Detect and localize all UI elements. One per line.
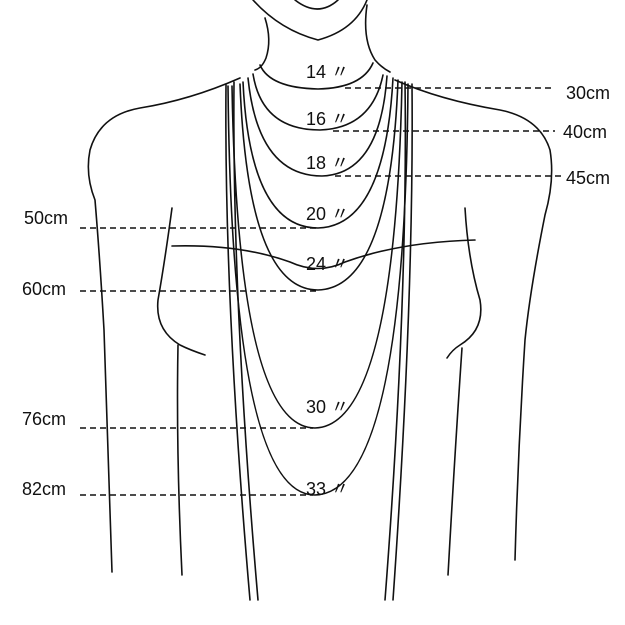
label-33in: 33 〃 (306, 479, 350, 499)
left-shoulder (87, 77, 241, 573)
chin-outline (252, 0, 368, 41)
label-60cm: 60cm (22, 279, 67, 299)
necklace-33in (227, 83, 409, 496)
necklace-30in (231, 81, 403, 429)
strap-right-2 (392, 83, 413, 601)
necklace-24in (239, 79, 399, 291)
necklace-16in (252, 73, 384, 131)
label-30cm: 30cm (566, 83, 611, 103)
label-82cm: 82cm (22, 479, 67, 499)
mouth-outline (294, 0, 339, 10)
strap-right-1 (384, 81, 407, 601)
right-torso-lower (447, 347, 463, 576)
label-16in: 16 〃 (306, 109, 350, 129)
neck-left (254, 17, 270, 71)
label-30in: 30 〃 (306, 397, 350, 417)
strap-left-1 (225, 84, 251, 601)
label-24in: 24 〃 (306, 254, 350, 274)
chest-line (171, 239, 476, 270)
label-20in: 20 〃 (306, 204, 350, 224)
label-50cm: 50cm (24, 208, 69, 228)
necklace-20in (242, 77, 394, 229)
label-14in: 14 〃 (306, 62, 350, 82)
label-18in: 18 〃 (306, 153, 350, 173)
label-76cm: 76cm (22, 409, 67, 429)
neck-right (364, 4, 391, 73)
label-40cm: 40cm (563, 122, 608, 142)
label-45cm: 45cm (566, 168, 611, 188)
necklace-18in (247, 75, 388, 177)
left-torso-lower (176, 344, 183, 576)
necklace-14in (259, 62, 374, 90)
right-shoulder (394, 79, 553, 561)
left-torso (156, 207, 206, 356)
right-torso (446, 207, 482, 359)
